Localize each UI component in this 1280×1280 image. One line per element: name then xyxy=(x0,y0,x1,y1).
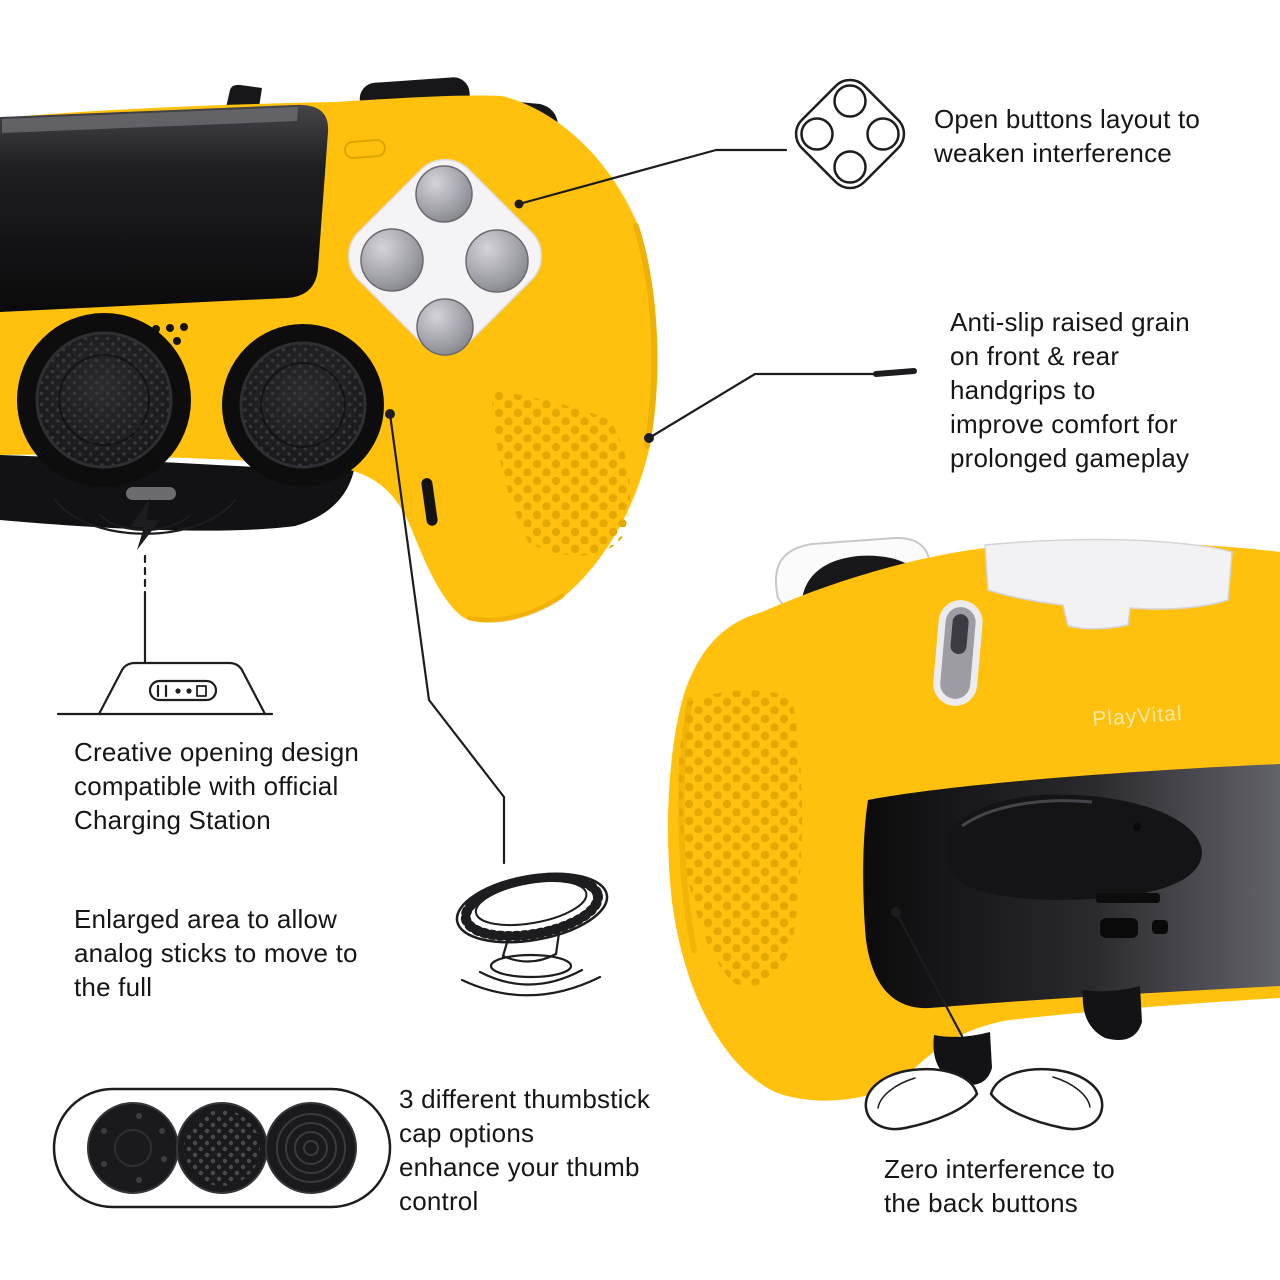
anti-slip-callout xyxy=(644,368,917,443)
front-grip-texture xyxy=(492,390,631,556)
annotation-line: on front & rear xyxy=(950,341,1120,371)
charging-port xyxy=(126,487,176,500)
annotation-line: enhance your thumb xyxy=(399,1152,640,1182)
open-buttons-icon xyxy=(794,78,906,190)
annotation-line: improve comfort for xyxy=(950,409,1178,439)
white-trim xyxy=(984,538,1233,630)
left-thumbstick xyxy=(17,313,191,487)
annotation-line: prolonged gameplay xyxy=(950,443,1190,473)
annotation-line: weaken interference xyxy=(934,138,1172,168)
release-button xyxy=(933,600,983,706)
annotation-open-buttons: Open buttons layout to weaken interferen… xyxy=(934,102,1200,170)
trigger-foot-right xyxy=(1082,986,1142,1040)
touchpad xyxy=(0,104,329,312)
annotation-line: Enlarged area to allow xyxy=(74,904,338,934)
cap-option-3 xyxy=(265,1102,357,1194)
annotation-line: handgrips to xyxy=(950,375,1096,405)
annotation-thumbstick-caps: 3 different thumbstick cap options enhan… xyxy=(399,1082,650,1218)
annotation-zero-interference: Zero interference to the back buttons xyxy=(884,1152,1115,1220)
callouts xyxy=(52,78,1104,1209)
cap-option-2 xyxy=(176,1102,268,1194)
annotation-line: analog sticks to move to xyxy=(74,938,358,968)
cap-option-1 xyxy=(87,1102,179,1194)
open-buttons-callout xyxy=(514,78,906,209)
options-button xyxy=(344,139,386,159)
annotation-line: the full xyxy=(74,972,153,1002)
fn-button xyxy=(421,478,438,526)
body-shading xyxy=(633,223,658,449)
annotation-line: Charging Station xyxy=(74,805,271,835)
lightning-icon xyxy=(130,498,160,550)
back-paddles-drawing xyxy=(864,907,1104,1131)
thumbstick-drawing xyxy=(385,409,609,997)
annotation-anti-slip: Anti-slip raised grain on front & rear h… xyxy=(950,305,1190,475)
annotation-line: 3 different thumbstick xyxy=(399,1084,651,1114)
annotation-charging: Creative opening design compatible with … xyxy=(74,735,359,837)
face-button-panel xyxy=(348,159,542,353)
annotation-line: compatible with official xyxy=(74,771,339,801)
annotation-enlarged-area: Enlarged area to allow analog sticks to … xyxy=(74,902,358,1004)
back-paddle xyxy=(946,794,1202,900)
charging-station-drawing xyxy=(53,498,274,716)
paddle-highlight xyxy=(961,799,1093,828)
annotation-line: Creative opening design xyxy=(74,737,360,767)
annotation-line: Open buttons layout to xyxy=(934,104,1201,134)
face-buttons xyxy=(360,165,529,356)
annotation-line: control xyxy=(399,1186,479,1216)
annotation-line: the back buttons xyxy=(884,1188,1078,1218)
annotation-line: Zero interference to xyxy=(884,1154,1115,1184)
right-thumbstick xyxy=(222,324,384,486)
annotation-line: cap options xyxy=(399,1118,535,1148)
annotation-line: Anti-slip raised grain xyxy=(950,307,1190,337)
grip-shading xyxy=(467,593,565,623)
front-controller-illustration xyxy=(0,77,658,623)
panel-details xyxy=(1096,823,1168,938)
touchpad-rim xyxy=(2,107,298,133)
thumbstick-caps-drawing xyxy=(52,1087,392,1209)
back-controller-illustration: PlayVital xyxy=(668,536,1280,1101)
back-grip-texture xyxy=(678,690,803,986)
